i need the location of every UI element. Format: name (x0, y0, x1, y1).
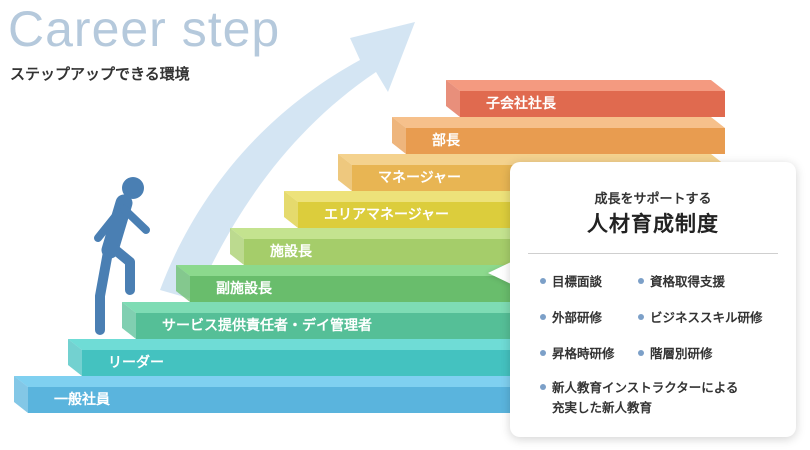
support-item-business-skill-training: ビジネススキル研修 (638, 308, 763, 328)
step-side-face (230, 228, 244, 265)
step-side-face (446, 80, 460, 117)
step-label-general-staff: 一般社員 (54, 392, 110, 408)
support-item-new-hire-instructor: 新人教育インストラクターによる (540, 378, 738, 398)
step-side-face (338, 154, 352, 191)
bullet-dot-icon (540, 278, 546, 284)
support-item-qualification-support: 資格取得支援 (638, 272, 725, 292)
step-front-face (406, 128, 725, 154)
step-label-service-manager: サービス提供責任者・デイ管理者 (162, 318, 372, 334)
step-top-face (446, 80, 725, 91)
step-label-manager: マネージャー (378, 170, 462, 186)
step-label-area-manager: エリアマネージャー (324, 207, 450, 223)
support-item-tiered-training: 階層別研修 (638, 344, 713, 364)
growth-arrow-icon (160, 22, 415, 300)
step-side-face (68, 339, 82, 376)
support-item-promotion-training: 昇格時研修 (540, 344, 615, 364)
step-front-face (460, 91, 725, 117)
step-label-director: 施設長 (270, 244, 312, 260)
step-side-face (14, 376, 28, 413)
bullet-dot-icon (638, 314, 644, 320)
walking-person-icon (94, 177, 150, 335)
bullet-dot-icon (638, 278, 644, 284)
step-label-department-head: 部長 (432, 133, 460, 149)
page-subtitle: ステップアップできる環境 (10, 65, 190, 83)
bullet-dot-icon (540, 350, 546, 356)
step-side-face (392, 117, 406, 154)
step-side-face (284, 191, 298, 228)
step-top-face (392, 117, 725, 128)
support-item-new-hire-education: 充実した新人教育 (552, 400, 653, 415)
step-side-face (176, 265, 190, 302)
page-title: Career step (8, 1, 281, 57)
bullet-dot-icon (540, 384, 546, 390)
step-department-head (392, 117, 725, 154)
step-subsidiary-president (446, 80, 725, 117)
bullet-dot-icon (638, 350, 644, 356)
panel-divider (528, 253, 778, 254)
panel-pointer (488, 262, 511, 284)
step-label-vice-director: 副施設長 (216, 281, 272, 297)
step-side-face (122, 302, 136, 339)
bullet-dot-icon (540, 314, 546, 320)
support-panel: 成長をサポートする 人材育成制度 目標面談 資格取得支援 外部研修 ビジネススキ… (510, 162, 796, 437)
support-item-goal-interview: 目標面談 (540, 272, 602, 292)
support-item-external-training: 外部研修 (540, 308, 602, 328)
panel-subtitle: 成長をサポートする (594, 192, 712, 207)
panel-title: 人材育成制度 (587, 212, 719, 236)
step-label-leader: リーダー (108, 355, 164, 371)
step-label-subsidiary-president: 子会社社長 (486, 96, 556, 112)
